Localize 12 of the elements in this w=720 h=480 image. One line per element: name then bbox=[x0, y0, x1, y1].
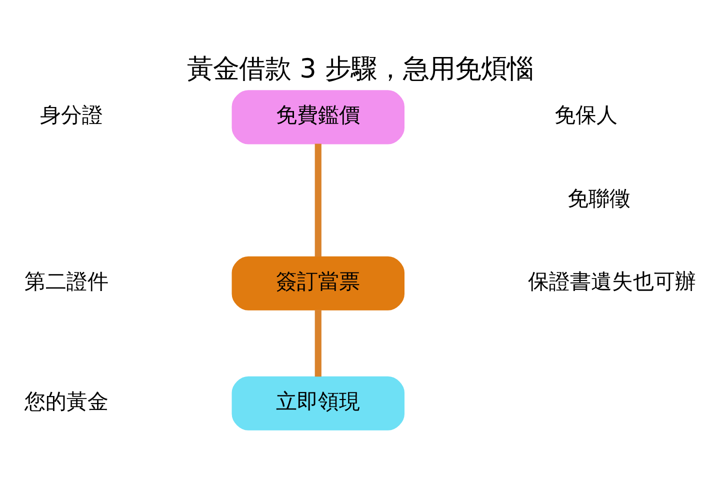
label: 免聯徵 bbox=[568, 184, 631, 210]
connector bbox=[314, 143, 322, 256]
connector bbox=[314, 310, 322, 376]
label: 免保人 bbox=[554, 102, 618, 127]
label: 身分證 bbox=[40, 102, 104, 127]
diagram-title: 黃金借款 3 步驟，急用免煩惱 bbox=[187, 54, 533, 84]
node-box: 簽訂當票 bbox=[232, 256, 404, 310]
node-box: 免費鑑價 bbox=[232, 90, 404, 144]
node-box: 立即領現 bbox=[232, 376, 404, 430]
label: 保證書遺失也可辦 bbox=[528, 268, 696, 293]
label: 第二證件 bbox=[24, 268, 108, 293]
label: 您的黃金 bbox=[24, 388, 108, 413]
